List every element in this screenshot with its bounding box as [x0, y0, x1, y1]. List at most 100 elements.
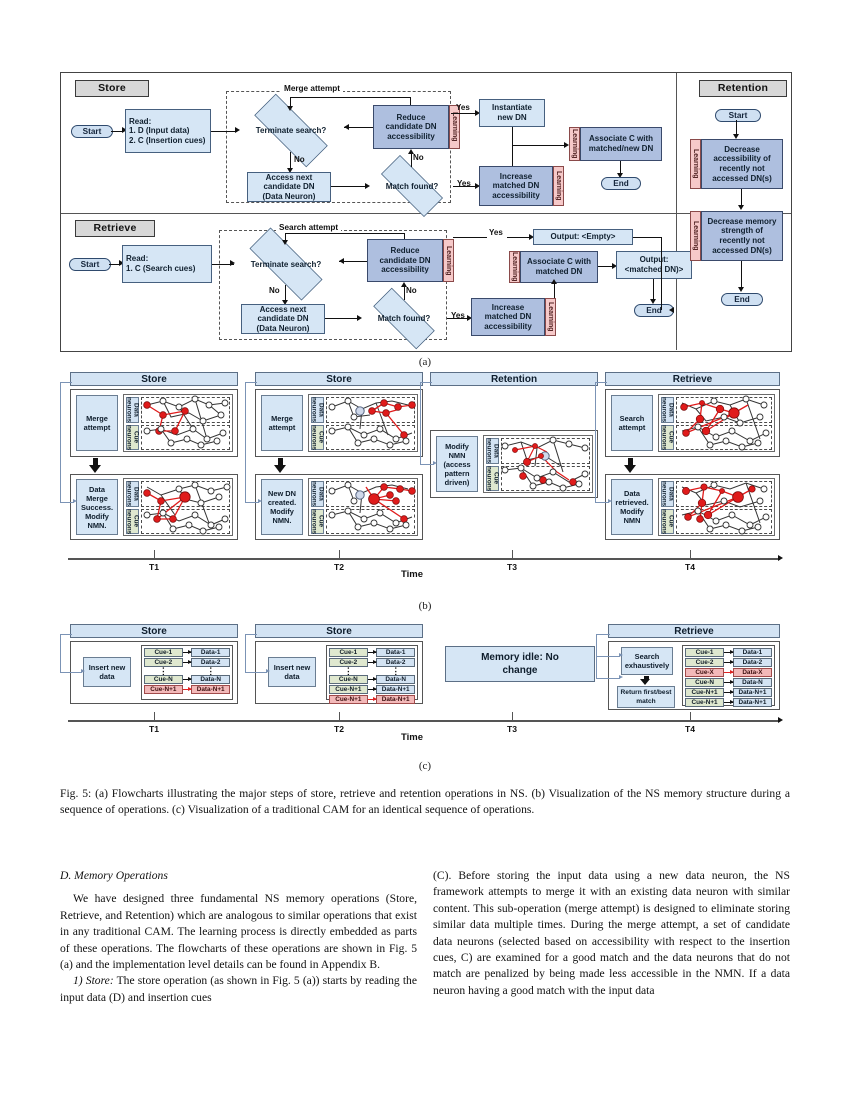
cue-region — [676, 509, 772, 534]
edge — [325, 318, 359, 320]
timeline-tick — [154, 712, 156, 721]
transition-arrow — [624, 465, 636, 473]
group-hook — [60, 634, 62, 672]
learning-tag: Learning — [690, 211, 701, 261]
access-line1: Access next — [259, 304, 307, 314]
panel-c-label: (c) — [418, 760, 432, 772]
line4: accessed DN(s) — [712, 173, 772, 183]
data-neurons-label: Data neurons — [125, 481, 140, 507]
edge — [447, 318, 469, 320]
edge — [211, 130, 237, 132]
edge — [290, 97, 292, 109]
panel-b-label: (b) — [418, 600, 432, 612]
reduce-line3: accessibility — [381, 265, 429, 275]
group-bottom-body: New DN created. Modify NMN. Data neurons… — [255, 474, 423, 540]
retrieve-access-next-box: Access next candidate DN (Data Neuron) — [241, 304, 325, 334]
group-top-body: Search attempt Data neurons Cue neurons — [605, 389, 780, 457]
increase-line1: Increase — [491, 302, 525, 312]
timeline-tick — [512, 712, 514, 721]
retention-end-terminator: End — [721, 293, 763, 306]
neuron-network-svg — [143, 395, 229, 449]
arrowhead — [339, 257, 344, 264]
stage-box: New DN created. Modify NMN. — [261, 479, 303, 535]
increase-line1: Increase — [499, 171, 533, 181]
arrowhead — [119, 260, 124, 267]
learning-tag: Learning — [553, 166, 564, 206]
cam-cue-cell: Cue-1 — [144, 648, 183, 657]
retention-divider — [676, 73, 678, 350]
edge-label-yes: Yes — [489, 228, 503, 237]
arrowhead — [357, 314, 362, 321]
section-tab-retrieve: Retrieve — [75, 220, 155, 237]
timeline-tick — [339, 712, 341, 721]
group-hook — [596, 656, 620, 658]
instantiate-line1: Instantiate — [491, 103, 532, 113]
line1: Decrease — [724, 144, 760, 154]
arrowhead — [408, 149, 414, 154]
learning-tag: Learning — [569, 127, 580, 161]
group-hook — [60, 672, 82, 674]
store-access-next-box: Access next candidate DN (Data Neuron) — [247, 172, 331, 202]
edge — [411, 154, 413, 167]
store-lead-in: 1) Store: — [73, 974, 114, 988]
group-hook-arrow — [258, 499, 262, 503]
cam-link — [724, 679, 734, 684]
arrowhead — [738, 287, 744, 292]
group-hook — [60, 502, 74, 504]
arrowhead — [282, 300, 288, 305]
cam-link-arrow — [188, 686, 193, 691]
arrowhead — [738, 205, 744, 210]
stage-box: Modify NMN (access pattern driven) — [436, 436, 478, 492]
data-region — [326, 397, 415, 423]
network-frame: Data neurons Cue neurons — [308, 478, 418, 536]
edge — [109, 263, 121, 265]
neuron-network-svg — [143, 481, 231, 535]
line2: accessibility of — [713, 154, 771, 164]
group-hook — [245, 382, 247, 502]
timeline-tick — [690, 550, 692, 559]
instantiate-line2: new DN — [497, 113, 527, 122]
cam-link — [367, 649, 378, 654]
learning-tag: Learning — [443, 239, 454, 282]
store-start-terminator: Start — [71, 125, 113, 138]
edge — [512, 145, 566, 147]
group-hook — [596, 634, 610, 636]
transition-arrow — [640, 679, 650, 685]
associate-line2: matched DN — [535, 267, 583, 276]
cam-data-cell: Data-N — [191, 675, 230, 684]
stage-box: Data Merge Success. Modify NMN. — [76, 479, 118, 535]
search-attempt-label: Search attempt — [276, 223, 342, 232]
arrowhead — [282, 240, 288, 245]
arrowhead — [230, 260, 235, 267]
access-line3: (Data Neuron) — [262, 191, 316, 201]
arrowhead — [617, 173, 623, 178]
neuron-network-svg — [680, 395, 770, 451]
cam-row: ⋮⋮ — [144, 667, 230, 676]
group-hook — [420, 382, 432, 384]
cam-link — [182, 686, 193, 691]
section-heading: D. Memory Operations — [60, 869, 168, 882]
cam-cue-cell: Cue-2 — [685, 658, 725, 667]
decision-label: Match found? — [377, 314, 431, 323]
retention-decrease-accessibility-box: Decrease accessibility of recently not a… — [701, 139, 783, 189]
cam-link-arrow — [729, 689, 734, 694]
arrowhead — [564, 141, 569, 148]
store-increase-accessibility-box: Increase matched DN accessibility — [479, 166, 553, 206]
timeline-tick — [339, 550, 341, 559]
stage-box: Merge attempt — [261, 395, 303, 451]
reduce-line2: candidate DN — [385, 122, 437, 132]
learning-tag: Learning — [690, 139, 701, 189]
retention-decrease-strength-box: Decrease memory strength of recently not… — [701, 211, 783, 261]
edge-label-yes: Yes — [457, 179, 471, 188]
edge — [290, 97, 411, 99]
group-hook-arrow — [266, 669, 270, 673]
